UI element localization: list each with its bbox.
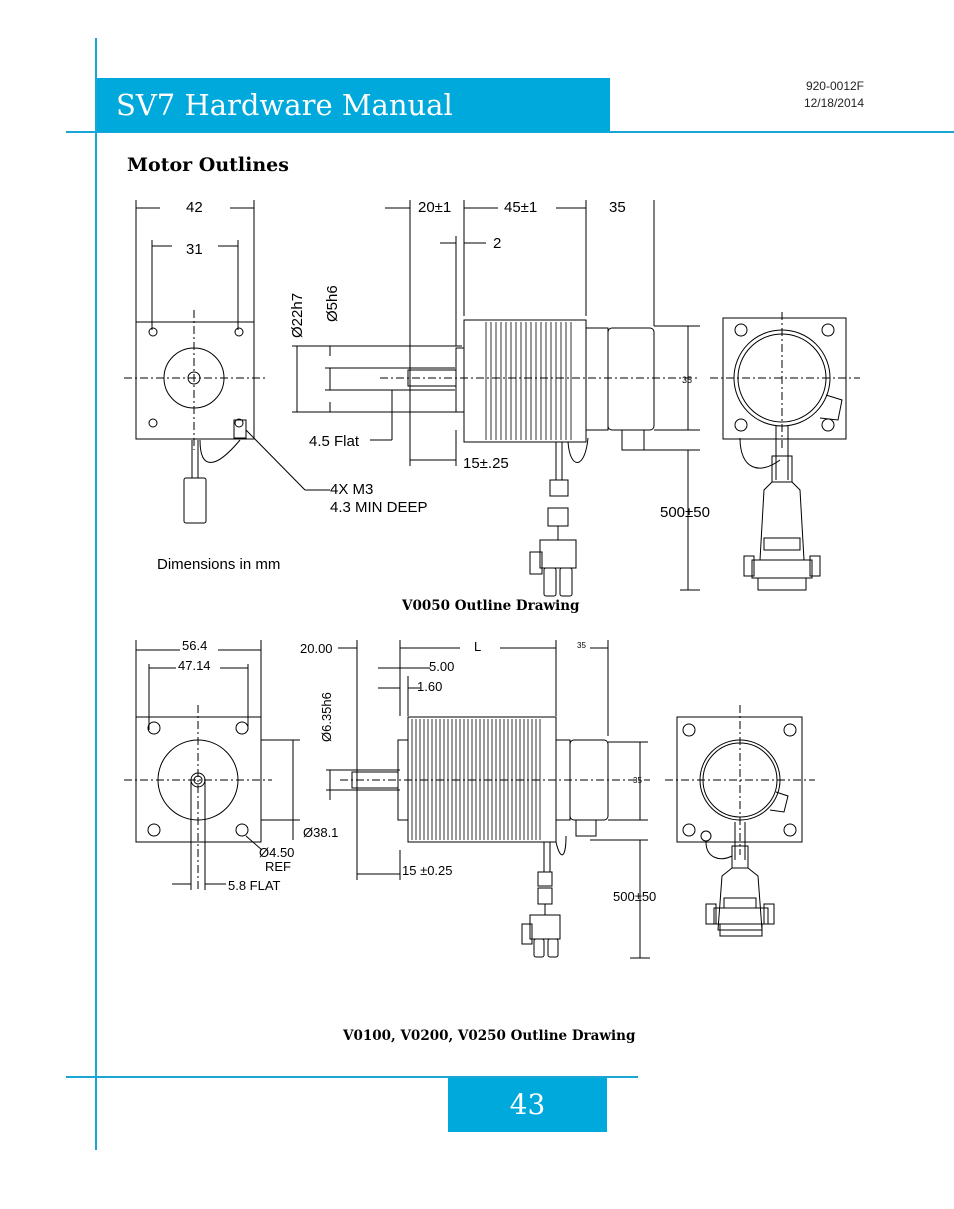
title-band	[97, 78, 610, 132]
dim-5: 5.00	[429, 659, 454, 674]
dim-15-2: 15 ±0.25	[402, 863, 453, 878]
drawing1-caption: V0050 Outline Drawing	[402, 598, 580, 614]
dim-35: 35	[609, 199, 626, 216]
front-flange	[135, 321, 255, 440]
dimensions-note: Dimensions in mm	[157, 556, 280, 573]
dim-flat-2: 5.8 FLAT	[228, 878, 281, 893]
front-cable	[183, 477, 207, 524]
side-encoder	[607, 327, 655, 431]
header-rule	[66, 131, 954, 133]
dim-20-2: 20.00	[300, 641, 333, 656]
dim-d22: Ø22h7	[289, 293, 306, 338]
dim-20: 20±1	[418, 199, 451, 216]
doc-info: 920-0012F 12/18/2014	[760, 78, 864, 112]
section-heading: Motor Outlines	[127, 154, 289, 176]
dim-45: 45±1	[504, 199, 537, 216]
doc-number: 920-0012F	[805, 79, 864, 93]
rear-connector	[759, 481, 805, 561]
dim-d450: Ø4.50	[259, 845, 294, 860]
page-number: 43	[509, 1088, 546, 1121]
dim-2: 2	[493, 235, 501, 252]
dim-42: 42	[186, 199, 203, 216]
side-motor-body	[463, 319, 587, 443]
left-rule	[95, 38, 97, 1150]
page-band	[448, 1078, 607, 1132]
dim-35-small: 35	[682, 375, 692, 385]
doc-date: 12/18/2014	[803, 96, 864, 110]
dim-d5: Ø5h6	[324, 285, 341, 322]
dim-d635: Ø6.35h6	[319, 692, 334, 742]
dim-ref: REF	[265, 859, 291, 874]
dim-500: 500±50	[660, 504, 710, 521]
dim-m3: 4X M3	[330, 481, 373, 498]
dim-47: 47.14	[178, 658, 211, 673]
dim-35-small-2: 35	[633, 776, 642, 785]
dim-15: 15±.25	[463, 455, 509, 472]
dim-flat: 4.5 Flat	[309, 433, 360, 450]
dim-L: L	[474, 639, 481, 654]
dim-35-top: 35	[577, 641, 586, 650]
dim-d381: Ø38.1	[303, 825, 338, 840]
rear-connector-2	[717, 867, 763, 931]
dim-31: 31	[186, 241, 203, 258]
manual-title: SV7 Hardware Manual	[116, 88, 453, 122]
drawing2-caption: V0100, V0200, V0250 Outline Drawing	[343, 1028, 636, 1044]
footer-rule	[66, 1076, 638, 1078]
dim-56: 56.4	[182, 638, 207, 653]
dim-160: 1.60	[417, 679, 442, 694]
dim-deep: 4.3 MIN DEEP	[330, 499, 428, 516]
dim-500-2: 500±50	[613, 889, 656, 904]
